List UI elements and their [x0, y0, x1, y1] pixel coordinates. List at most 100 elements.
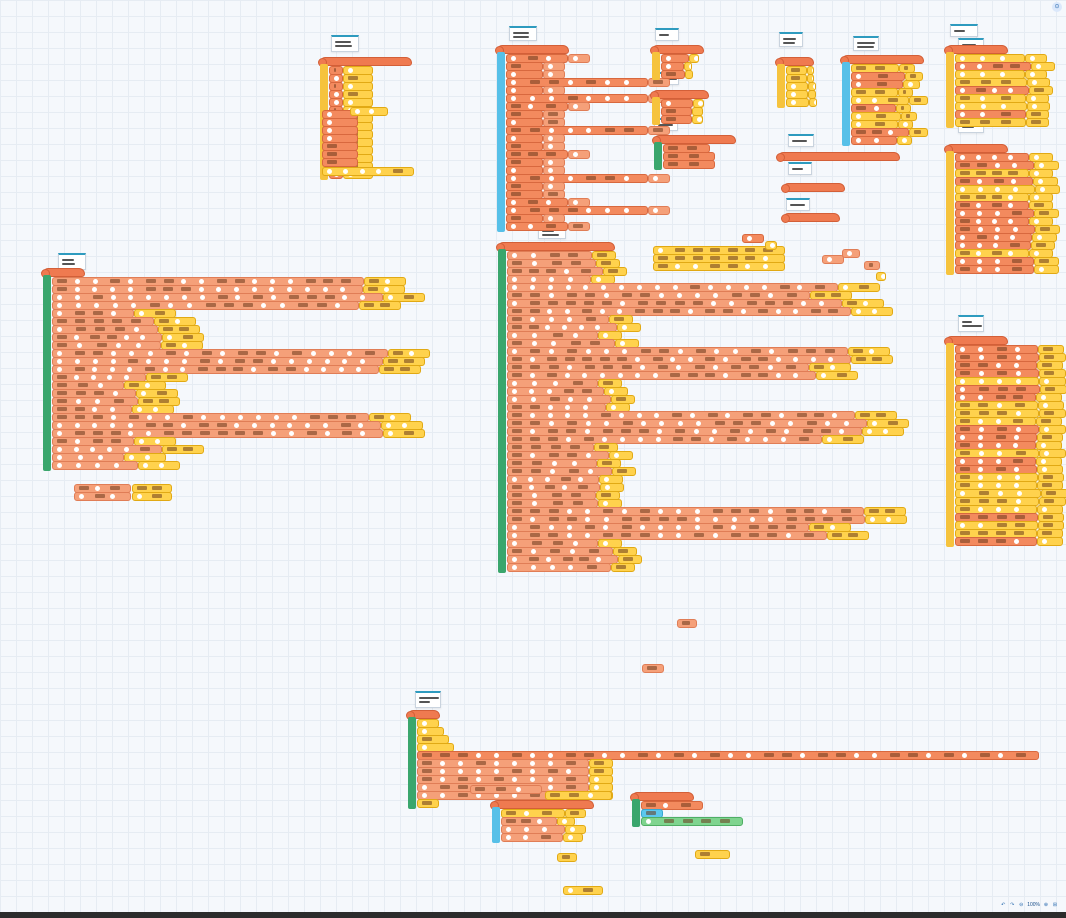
input-slot[interactable]	[567, 277, 573, 282]
input-slot[interactable]	[748, 429, 754, 434]
input-slot[interactable]	[269, 423, 275, 428]
input-slot[interactable]	[506, 835, 511, 840]
input-slot[interactable]	[998, 753, 1003, 758]
input-slot[interactable]	[548, 421, 554, 426]
input-slot[interactable]	[564, 373, 570, 378]
input-slot[interactable]	[960, 211, 965, 216]
input-slot[interactable]	[822, 509, 828, 514]
input-slot[interactable]	[530, 777, 535, 782]
input-slot[interactable]	[687, 357, 693, 362]
input-slot[interactable]	[566, 525, 572, 530]
input-slot[interactable]	[994, 259, 1000, 264]
event-hat-block[interactable]	[652, 135, 736, 145]
input-slot[interactable]	[573, 56, 578, 61]
code-block[interactable]	[851, 307, 893, 316]
code-block[interactable]	[568, 150, 590, 159]
input-slot[interactable]	[713, 293, 719, 298]
input-slot[interactable]	[95, 463, 100, 468]
input-slot[interactable]	[548, 753, 553, 758]
input-slot[interactable]	[978, 475, 984, 480]
input-slot[interactable]	[832, 413, 838, 418]
input-slot[interactable]	[494, 753, 499, 758]
input-slot[interactable]	[762, 264, 768, 269]
input-slot[interactable]	[768, 293, 774, 298]
input-slot[interactable]	[867, 429, 872, 434]
input-slot[interactable]	[617, 309, 623, 314]
input-slot[interactable]	[494, 761, 499, 766]
input-slot[interactable]	[1008, 203, 1013, 208]
input-slot[interactable]	[903, 122, 908, 127]
input-slot[interactable]	[476, 777, 481, 782]
input-slot[interactable]	[73, 375, 79, 380]
event-hat-block[interactable]	[840, 55, 924, 65]
input-slot[interactable]	[572, 541, 578, 546]
input-slot[interactable]	[637, 437, 643, 442]
code-block[interactable]	[52, 301, 359, 310]
input-slot[interactable]	[960, 155, 965, 160]
zoom-in-icon[interactable]: ⊕	[1043, 902, 1049, 908]
input-slot[interactable]	[977, 395, 983, 400]
input-slot[interactable]	[619, 437, 625, 442]
input-slot[interactable]	[926, 753, 931, 758]
comment-note[interactable]	[509, 26, 537, 41]
input-slot[interactable]	[548, 168, 553, 173]
input-slot[interactable]	[92, 279, 98, 284]
input-slot[interactable]	[523, 835, 529, 840]
input-slot[interactable]	[57, 423, 62, 428]
input-slot[interactable]	[547, 405, 553, 410]
code-block[interactable]	[507, 531, 827, 540]
input-slot[interactable]	[1013, 443, 1019, 448]
code-block[interactable]	[663, 160, 715, 169]
input-slot[interactable]	[548, 785, 553, 790]
input-slot[interactable]	[609, 389, 614, 394]
input-slot[interactable]	[567, 317, 573, 322]
input-slot[interactable]	[186, 303, 192, 308]
input-slot[interactable]	[565, 285, 571, 290]
input-slot[interactable]	[76, 399, 81, 404]
input-slot[interactable]	[129, 455, 134, 460]
input-slot[interactable]	[512, 533, 517, 538]
input-slot[interactable]	[791, 100, 796, 105]
input-slot[interactable]	[110, 287, 116, 292]
input-slot[interactable]	[1032, 104, 1037, 109]
input-slot[interactable]	[529, 413, 535, 418]
code-block[interactable]	[816, 371, 858, 380]
input-slot[interactable]	[1037, 235, 1042, 240]
input-slot[interactable]	[568, 835, 573, 840]
code-block[interactable]	[52, 429, 383, 438]
input-slot[interactable]	[596, 557, 602, 562]
input-slot[interactable]	[1044, 379, 1049, 384]
input-slot[interactable]	[528, 477, 534, 482]
input-slot[interactable]	[306, 359, 312, 364]
input-slot[interactable]	[874, 138, 879, 143]
input-slot[interactable]	[552, 461, 557, 466]
input-slot[interactable]	[1015, 379, 1021, 384]
input-slot[interactable]	[1040, 187, 1045, 192]
input-slot[interactable]	[976, 155, 981, 160]
input-slot[interactable]	[582, 373, 588, 378]
input-slot[interactable]	[666, 56, 671, 61]
input-slot[interactable]	[146, 295, 152, 300]
input-slot[interactable]	[528, 485, 534, 490]
input-slot[interactable]	[992, 219, 997, 224]
input-slot[interactable]	[565, 437, 571, 442]
input-slot[interactable]	[584, 533, 590, 538]
code-block[interactable]	[609, 451, 633, 460]
input-slot[interactable]	[583, 285, 589, 290]
input-slot[interactable]	[548, 96, 554, 101]
input-slot[interactable]	[722, 357, 728, 362]
input-slot[interactable]	[271, 295, 276, 300]
input-slot[interactable]	[291, 415, 297, 420]
input-slot[interactable]	[1008, 251, 1013, 256]
input-slot[interactable]	[57, 351, 62, 356]
code-block[interactable]	[648, 174, 670, 183]
input-slot[interactable]	[548, 128, 554, 133]
input-slot[interactable]	[271, 431, 276, 436]
input-slot[interactable]	[92, 407, 97, 412]
fit-icon[interactable]: ⊞	[1052, 902, 1058, 908]
input-slot[interactable]	[1008, 88, 1013, 93]
input-slot[interactable]	[995, 443, 1001, 448]
input-slot[interactable]	[548, 761, 553, 766]
input-slot[interactable]	[587, 397, 593, 402]
input-slot[interactable]	[73, 335, 79, 340]
